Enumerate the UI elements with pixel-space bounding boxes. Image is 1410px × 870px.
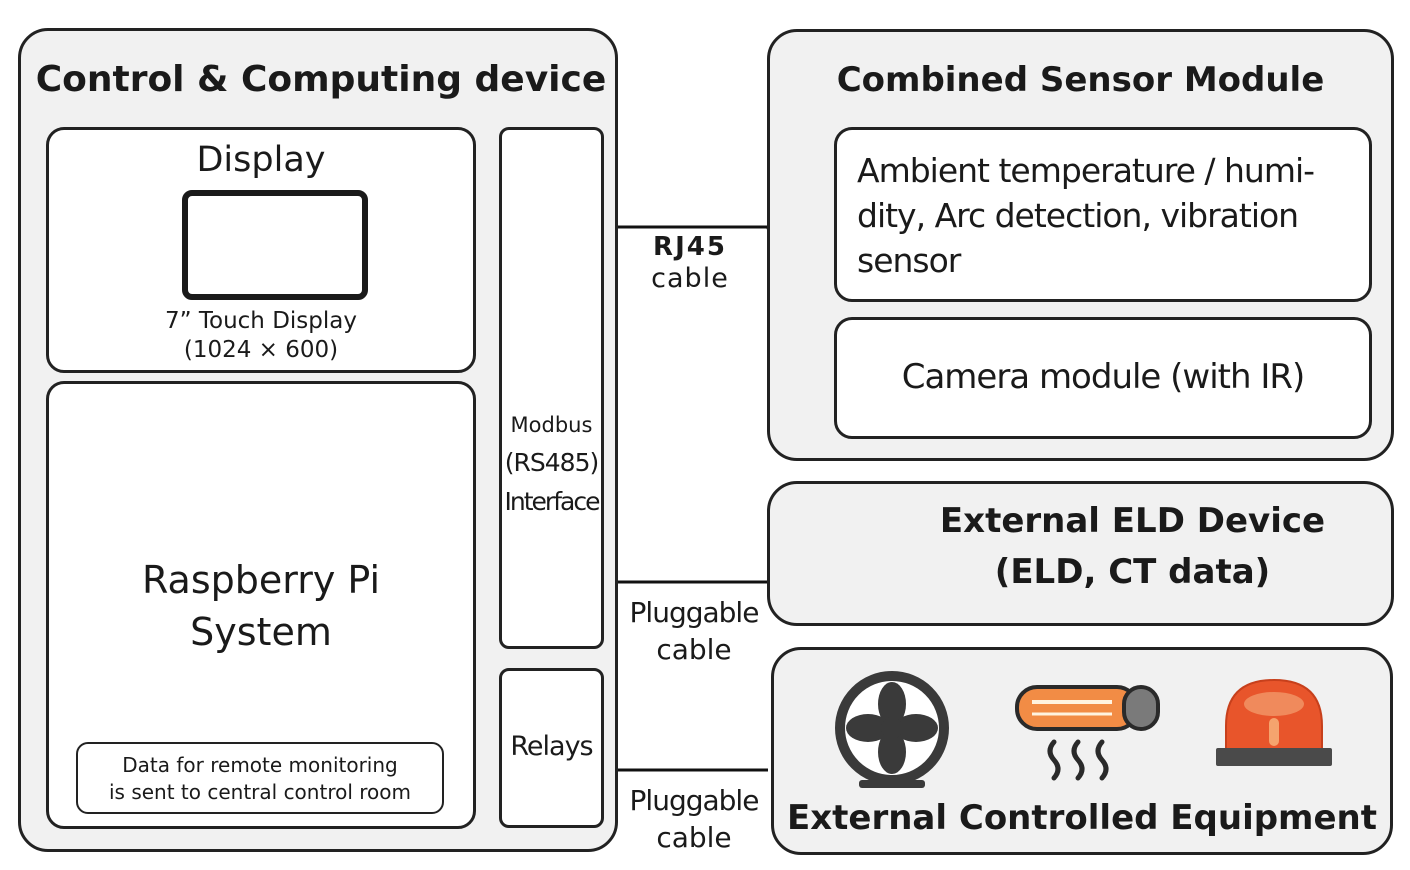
ambient-line3: sensor: [857, 241, 961, 280]
sensor-title: Combined Sensor Module: [836, 60, 1325, 100]
eld-line2: (ELD, CT data): [994, 552, 1271, 592]
raspberry-pi-line1: Raspberry Pi: [141, 558, 381, 602]
touch-display-icon: [182, 190, 368, 300]
modbus-interface-box: Modbus (RS485) Interface: [499, 127, 604, 649]
alarm-beacon-icon: [1216, 678, 1332, 766]
ambient-sensor-box: Ambient temperature / humi- dity, Arc de…: [834, 127, 1372, 302]
pluggable-label-2-line1: Pluggable: [629, 784, 760, 817]
relays-box: Relays: [499, 668, 604, 828]
ambient-line1: Ambient temperature / humi-: [857, 151, 1315, 190]
modbus-line2: (RS485): [504, 448, 599, 477]
eld-device-panel: External ELD Device (ELD, CT data): [767, 481, 1394, 626]
camera-module-box: Camera module (with IR): [834, 317, 1372, 439]
remote-note-line1: Data for remote monitoring: [122, 753, 398, 777]
raspberry-pi-line2: System: [190, 610, 332, 654]
display-spec-line2: (1024 × 600): [183, 337, 339, 363]
camera-module-label: Camera module (with IR): [901, 357, 1306, 397]
modbus-line3: Interface: [504, 487, 601, 516]
modbus-line1: Modbus: [510, 413, 593, 437]
rj45-label-line2: cable: [651, 263, 729, 294]
pluggable-label-2-line2: cable: [656, 821, 732, 854]
control-computing-title: Control & Computing device: [35, 59, 607, 100]
rj45-label-line1: RJ45: [653, 232, 727, 262]
equipment-title: External Controlled Equipment: [786, 798, 1378, 838]
remote-note-line2: is sent to central control room: [108, 780, 411, 804]
display-title: Display: [196, 140, 326, 180]
fan-icon: [835, 671, 949, 788]
display-spec-line1: 7” Touch Display: [165, 308, 357, 334]
ambient-line2: dity, Arc detection, vibration: [857, 196, 1299, 235]
external-equipment-panel: External Controlled Equipment: [771, 647, 1393, 855]
pluggable-label-1-line2: cable: [656, 633, 732, 666]
pluggable-label-1-line1: Pluggable: [629, 596, 760, 629]
heater-icon: [1015, 685, 1160, 781]
eld-line1: External ELD Device: [939, 501, 1326, 541]
display-box: Display 7” Touch Display (1024 × 600): [46, 127, 476, 373]
relays-label: Relays: [510, 731, 593, 762]
remote-monitoring-note: Data for remote monitoring is sent to ce…: [76, 742, 444, 814]
